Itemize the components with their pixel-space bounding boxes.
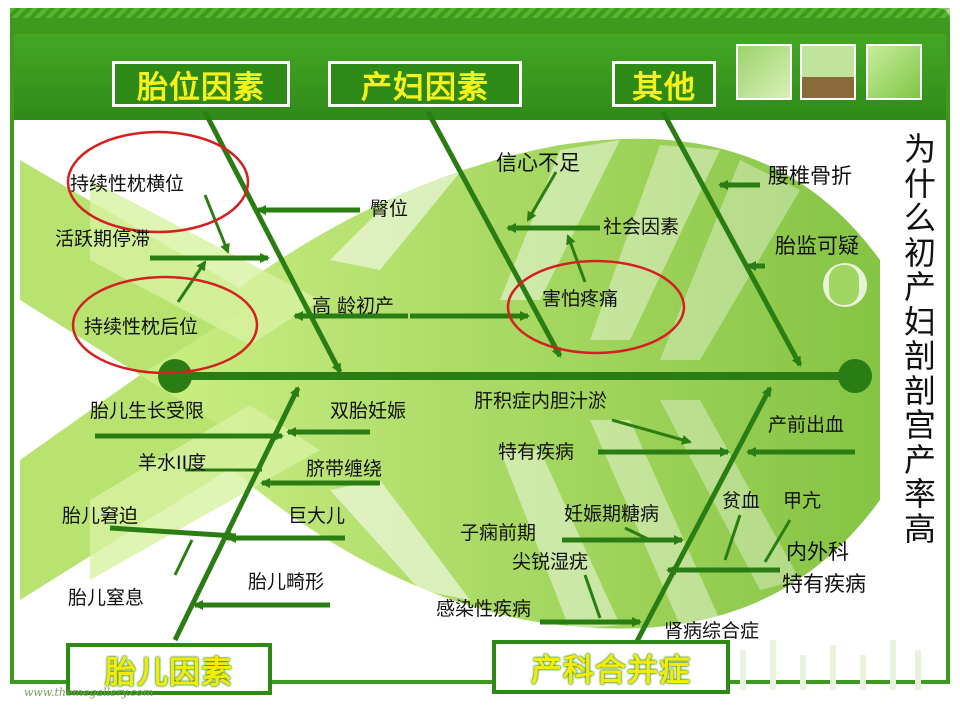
- cause-label: 持续性枕后位: [84, 316, 199, 338]
- cause-label: 高 龄初产: [312, 295, 395, 317]
- cause-label: 羊水II度: [138, 452, 207, 474]
- cause-label: 双胎妊娠: [330, 400, 407, 422]
- vertical-title-char: 产: [903, 268, 936, 306]
- cause-label: 腰椎骨折: [768, 164, 852, 188]
- cause-label: 贫血: [722, 490, 761, 512]
- cause-label: 肾病综合症: [664, 620, 760, 642]
- category-other: 其他: [612, 61, 716, 107]
- highlight-circle-1: [66, 130, 250, 234]
- category-maternal: 产妇因素: [328, 61, 522, 107]
- cause-label: 胎儿窘迫: [62, 505, 139, 527]
- category-fetal-position: 胎位因素: [112, 61, 290, 107]
- cause-label: 特有疾病: [498, 441, 575, 463]
- cause-label: 特有疾病: [782, 572, 866, 596]
- cause-label: 子痫前期: [460, 522, 537, 544]
- vertical-title-char: 率: [903, 475, 936, 513]
- vertical-title-char: 剖: [903, 337, 936, 375]
- category-fetal: 胎儿因素: [66, 643, 272, 695]
- vertical-title-char: 为: [903, 130, 936, 168]
- cause-label: 持续性枕横位: [70, 173, 185, 195]
- vertical-title-char: 宫: [903, 406, 936, 444]
- vertical-title-char: 什: [903, 164, 936, 203]
- tail-dot: [158, 359, 192, 393]
- vertical-title-char: 妇: [903, 302, 936, 341]
- head-dot: [838, 359, 872, 393]
- cause-label: 甲亢: [783, 490, 822, 512]
- thumbnail-image-3: [866, 44, 922, 100]
- vertical-title-char: 高: [903, 509, 936, 548]
- cause-label: 活跃期停滞: [55, 228, 151, 250]
- cause-label: 胎监可疑: [775, 234, 859, 258]
- highlight-circle-2: [71, 275, 259, 375]
- highlight-circle-3: [506, 259, 686, 355]
- vertical-title-char: 么: [903, 199, 936, 237]
- frame-right: [946, 34, 950, 684]
- vertical-title-char: 剖: [903, 371, 936, 410]
- cause-label: 产前出血: [768, 414, 845, 436]
- top-bar-stripes: [10, 8, 950, 18]
- frame-bottom: [10, 680, 950, 684]
- vertical-title: 为什么初产妇剖剖宫产率高: [898, 132, 942, 546]
- fish-shape: [20, 138, 880, 630]
- cause-label: 妊娠期糖病: [564, 503, 660, 525]
- cause-label: 胎儿生长受限: [90, 400, 205, 422]
- cause-label: 感染性疾病: [436, 598, 532, 620]
- cause-label: 肝积症内胆汁淤: [474, 390, 608, 412]
- cause-label: 社会因素: [603, 216, 680, 238]
- cause-label: 信心不足: [496, 151, 580, 175]
- cause-label: 巨大儿: [288, 505, 346, 527]
- cause-label: 内外科: [786, 540, 849, 564]
- cause-label: 尖锐湿疣: [512, 551, 589, 573]
- cause-label: 脐带缠绕: [306, 458, 383, 480]
- vertical-title-char: 产: [903, 440, 936, 479]
- cause-label: 胎儿畸形: [248, 571, 325, 593]
- category-obstetric-complications: 产科合并症: [492, 640, 730, 694]
- thumbnail-image-1: [736, 44, 792, 100]
- vertical-title-char: 初: [903, 233, 936, 272]
- cause-label: 胎儿窒息: [68, 587, 145, 609]
- cause-label: 臀位: [370, 198, 409, 220]
- frame-left: [10, 34, 14, 684]
- footer-url: www.themegallery.com: [24, 686, 154, 699]
- thumbnail-image-2: [800, 44, 856, 100]
- cause-label: 害怕疼痛: [542, 288, 619, 310]
- decorative-sprouts: [740, 640, 921, 690]
